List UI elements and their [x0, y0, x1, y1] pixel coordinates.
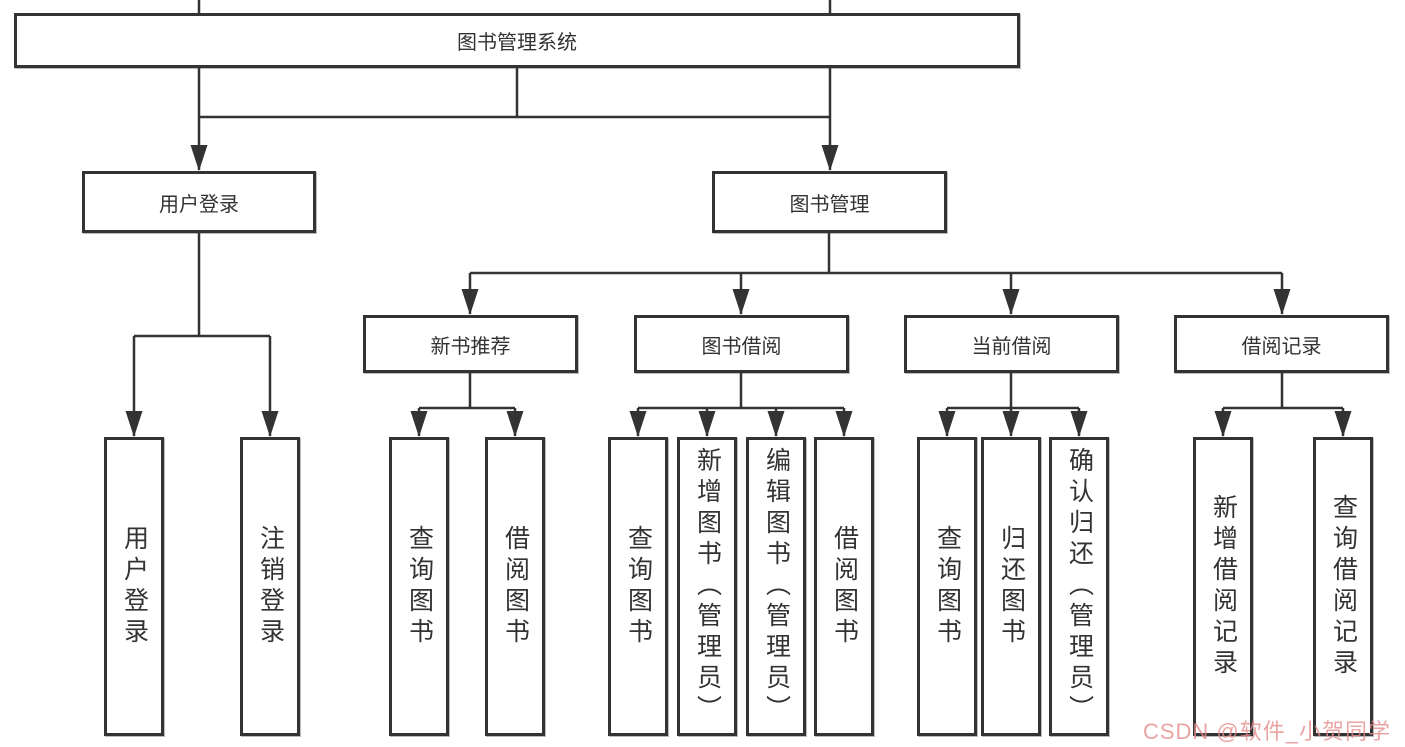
node-library-system: 图书管理系统 [14, 13, 1020, 68]
node-current-borrowing-label: 当前借阅 [971, 335, 1052, 358]
node-library-system-label: 图书管理系统 [457, 32, 577, 54]
leaf-query-borrow-record-label: 查询借阅记录 [1329, 493, 1358, 680]
leaf-query-books-recommend-label: 查询图书 [405, 524, 434, 649]
leaf-confirm-return-admin: 确认归还（管理员） [1049, 437, 1109, 736]
leaf-add-borrow-record-label: 新增借阅记录 [1209, 493, 1238, 680]
node-borrowing-records: 借阅记录 [1174, 315, 1389, 373]
leaf-edit-books-admin: 编辑图书（管理员） [746, 437, 806, 736]
leaf-return-books: 归还图书 [981, 437, 1041, 736]
leaf-borrow-books-borrowing-label: 借阅图书 [830, 524, 859, 649]
leaf-query-borrow-record: 查询借阅记录 [1313, 437, 1373, 736]
leaf-borrow-books-recommend: 借阅图书 [485, 437, 545, 736]
leaf-query-books-current: 查询图书 [917, 437, 977, 736]
node-current-borrowing: 当前借阅 [904, 315, 1119, 373]
node-book-management: 图书管理 [712, 171, 947, 233]
node-new-book-recommend: 新书推荐 [363, 315, 578, 373]
leaf-confirm-return-admin-label: 确认归还（管理员） [1065, 447, 1094, 726]
leaf-logout: 注销登录 [240, 437, 300, 736]
node-book-borrowing: 图书借阅 [634, 315, 849, 373]
leaf-borrow-books-recommend-label: 借阅图书 [501, 524, 530, 649]
csdn-watermark: CSDN @软件_小贺同学 [1142, 719, 1391, 744]
leaf-user-login-label: 用户登录 [120, 524, 149, 649]
leaf-logout-label: 注销登录 [256, 524, 285, 649]
node-book-management-label: 图书管理 [789, 193, 870, 216]
leaf-add-books-admin-label: 新增图书（管理员） [693, 447, 722, 726]
leaf-return-books-label: 归还图书 [997, 524, 1026, 649]
leaf-add-borrow-record: 新增借阅记录 [1193, 437, 1253, 736]
leaf-query-books-borrowing: 查询图书 [608, 437, 668, 736]
leaf-edit-books-admin-label: 编辑图书（管理员） [762, 447, 791, 726]
leaf-user-login: 用户登录 [104, 437, 164, 736]
leaf-query-books-recommend: 查询图书 [389, 437, 449, 736]
leaf-add-books-admin: 新增图书（管理员） [677, 437, 737, 736]
node-borrowing-records-label: 借阅记录 [1241, 335, 1322, 358]
node-user-login-branch-label: 用户登录 [159, 193, 239, 216]
leaf-query-books-current-label: 查询图书 [933, 524, 962, 649]
node-user-login-branch: 用户登录 [82, 171, 316, 233]
node-book-borrowing-label: 图书借阅 [701, 335, 782, 358]
leaf-borrow-books-borrowing: 借阅图书 [814, 437, 874, 736]
leaf-query-books-borrowing-label: 查询图书 [624, 524, 653, 649]
node-new-book-recommend-label: 新书推荐 [430, 335, 511, 358]
